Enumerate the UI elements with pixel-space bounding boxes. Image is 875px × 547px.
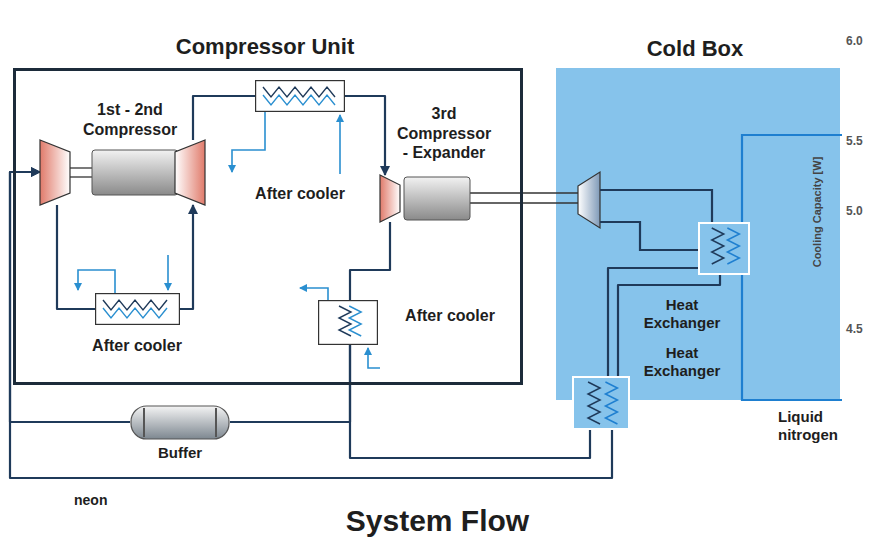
shaft: [470, 202, 580, 203]
compressor-wheel: [175, 140, 205, 205]
axis-tick: 5.5: [846, 134, 863, 148]
cooling-water-line: [232, 112, 265, 172]
tank-seam: [215, 408, 217, 437]
flow-line: [345, 96, 385, 175]
motor: [92, 150, 178, 195]
axis-tick: 5.0: [846, 204, 863, 218]
flow-line: [350, 345, 590, 458]
compressor-unit: Compressor Unit1st - 2nd CompressorAfter…: [13, 68, 523, 385]
part-label: After cooler: [234, 184, 366, 204]
cooler-box: [319, 301, 378, 345]
shaft: [70, 176, 92, 177]
coil: [349, 306, 361, 336]
exchanger-box: [699, 223, 749, 274]
cooling-water-line: [78, 270, 115, 293]
buffer-tank: Buffer: [130, 405, 230, 440]
cooler-box: [256, 81, 345, 112]
coil: [103, 308, 167, 318]
cold-box-ground: [556, 68, 840, 400]
cooling-water-line: [339, 115, 341, 174]
coil: [263, 87, 335, 97]
part-drawing: [572, 376, 630, 430]
coil: [605, 382, 617, 424]
axis-tick: 4.5: [846, 322, 863, 336]
coil: [588, 382, 600, 424]
part-label: After cooler: [390, 306, 510, 326]
exchanger-box: [573, 377, 629, 429]
part-drawing: [380, 175, 470, 222]
nitrogen-line: [742, 275, 842, 400]
part-drawing: [698, 222, 750, 275]
flow-line: [193, 96, 255, 140]
coil: [263, 95, 335, 105]
part-label: 1st - 2nd Compressor: [76, 100, 184, 139]
part-drawing: [255, 80, 345, 112]
compressor-wheel: [380, 175, 400, 222]
buffer-tank: [131, 406, 229, 439]
part-drawing: [40, 140, 205, 205]
shaft: [470, 192, 580, 193]
coil: [712, 228, 724, 264]
caption: System Flow: [0, 503, 875, 539]
fluid-label: Liquid nitrogen: [778, 408, 850, 444]
nitrogen-line: [742, 135, 842, 222]
motor: [404, 177, 470, 220]
compressor: 1st - 2nd Compressor: [40, 140, 205, 205]
part-drawing: [130, 405, 230, 440]
part-label: Buffer: [135, 444, 225, 462]
compressor-wheel: [40, 140, 70, 205]
part-label: Cold Box: [600, 36, 790, 63]
flow-line: [180, 205, 193, 309]
flow-line: [57, 205, 95, 309]
expander-outlet-line: [600, 190, 712, 222]
cooling-water-line: [300, 288, 328, 300]
cold-box: Cold BoxHeat ExchangerHeat Exchanger: [556, 68, 840, 400]
part-label: Compressor Unit: [130, 34, 400, 61]
after-cooler: After cooler: [318, 300, 378, 345]
axis-tick: 6.0: [846, 34, 863, 48]
compressor-expander: 3rd Compressor - Expander: [380, 175, 470, 222]
heat-exchanger: Heat Exchanger: [572, 376, 630, 430]
cooler-box: [96, 294, 180, 325]
coil: [727, 228, 739, 264]
part-label: Heat Exchanger: [636, 296, 728, 333]
tank-seam: [143, 408, 145, 437]
part-drawing: [318, 300, 378, 345]
part-drawing: [95, 293, 180, 325]
fluid-label: neon: [74, 492, 107, 509]
coil: [339, 306, 351, 336]
flow-line: [350, 222, 390, 300]
axis-title: Cooling Capacity [W]: [811, 157, 824, 268]
expander-wheel: [578, 172, 600, 228]
cooling-water-line: [368, 348, 380, 368]
after-cooler: After cooler: [255, 80, 345, 112]
after-cooler: After cooler: [95, 293, 180, 325]
cooling-water-line: [167, 255, 169, 290]
shaft: [70, 167, 92, 168]
expander-inlet-line: [600, 222, 698, 250]
part-label: 3rd Compressor - Expander: [396, 104, 492, 163]
part-label: Heat Exchanger: [636, 344, 728, 381]
heat-exchanger: Heat Exchanger: [698, 222, 750, 275]
part-label: After cooler: [72, 336, 202, 356]
